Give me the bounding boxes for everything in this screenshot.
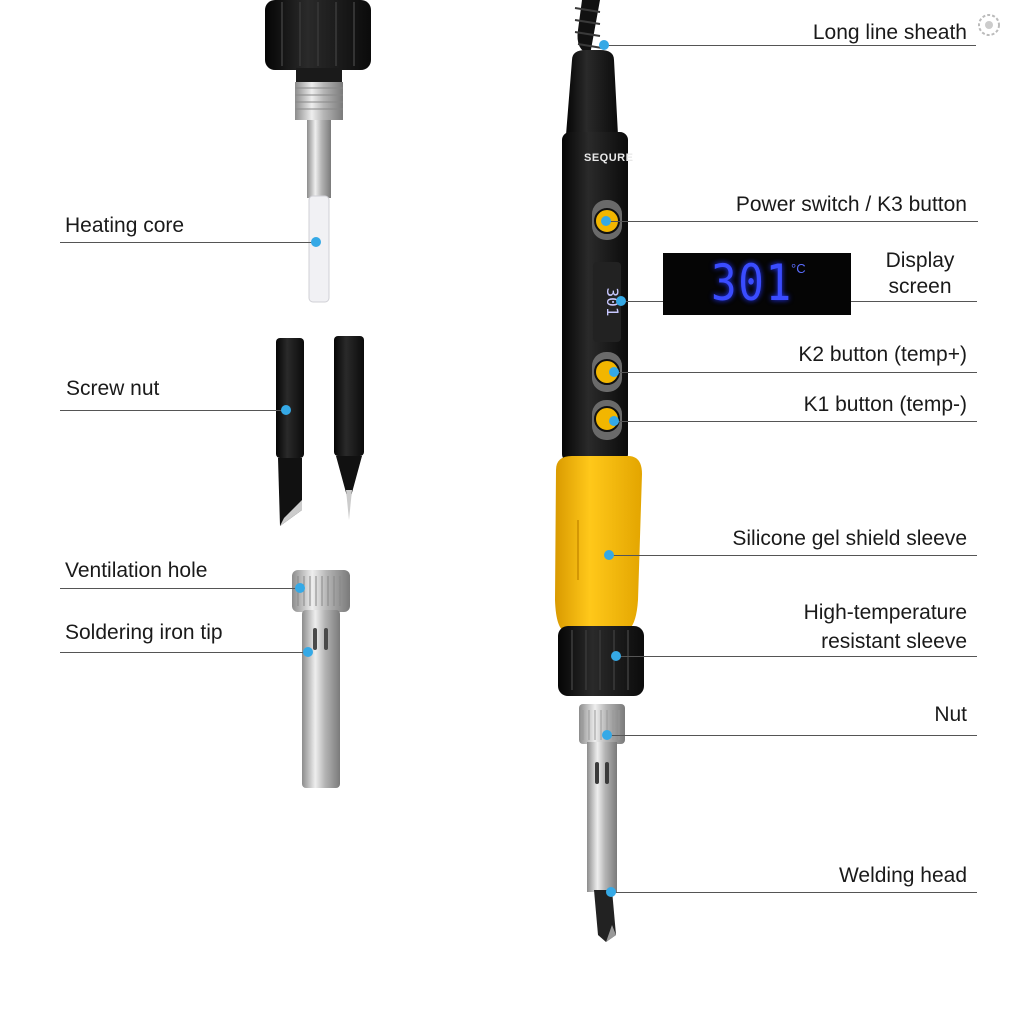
label-ventilation-hole: Ventilation hole (65, 559, 208, 582)
label-k1-button: K1 button (temp-) (803, 393, 967, 416)
marker-long-line-sheath (599, 40, 609, 50)
screw-nut-tips (276, 336, 364, 526)
leader-screw-nut (60, 410, 286, 411)
marker-screw-nut (281, 405, 291, 415)
k2-button (592, 352, 622, 392)
display-screen-inset: 301 °C (663, 253, 851, 315)
marker-silicone-sleeve (604, 550, 614, 560)
soldering-iron-tip-part (292, 570, 350, 788)
leader-k1-button (614, 421, 977, 422)
leader-heating-core (60, 242, 316, 243)
heating-core-assembly (265, 0, 371, 303)
display-unit: °C (791, 261, 806, 276)
label-soldering-iron-tip: Soldering iron tip (65, 621, 223, 644)
leader-nut (607, 735, 977, 736)
leader-high-temp-sleeve (616, 656, 977, 657)
label-k2-button: K2 button (temp+) (798, 343, 967, 366)
leader-ventilation-hole (60, 588, 300, 589)
marker-k2-button (609, 367, 619, 377)
marker-display-screen (616, 296, 626, 306)
marker-ventilation-hole (295, 583, 305, 593)
label-silicone-sleeve: Silicone gel shield sleeve (732, 527, 967, 550)
label-display-screen: Display screen (885, 249, 955, 298)
label-long-line-sheath: Long line sheath (812, 21, 967, 44)
label-welding-head: Welding head (838, 864, 967, 887)
leader-long-line-sheath (604, 45, 976, 46)
leader-silicone-sleeve (609, 555, 977, 556)
leader-k2-button (614, 372, 977, 373)
label-power-switch: Power switch / K3 button (735, 193, 967, 216)
marker-welding-head (606, 887, 616, 897)
leader-soldering-iron-tip (60, 652, 308, 653)
label-high-temp-sleeve: High-temperature resistant sleeve (803, 601, 967, 653)
marker-power-switch (601, 216, 611, 226)
label-nut: Nut (934, 703, 967, 726)
marker-heating-core (311, 237, 321, 247)
watermark-gear-icon (978, 14, 1000, 36)
label-screw-nut: Screw nut (66, 377, 160, 400)
brand-logo: SEQURE (584, 152, 634, 164)
marker-k1-button (609, 416, 619, 426)
svg-text:301: 301 (603, 288, 622, 317)
soldering-iron-main: 301 (555, 0, 644, 942)
display-temperature: 301 (711, 254, 793, 312)
marker-high-temp-sleeve (611, 651, 621, 661)
leader-welding-head (611, 892, 977, 893)
leader-power-switch (606, 221, 978, 222)
marker-soldering-iron-tip (303, 647, 313, 657)
label-heating-core: Heating core (65, 214, 185, 237)
marker-nut (602, 730, 612, 740)
